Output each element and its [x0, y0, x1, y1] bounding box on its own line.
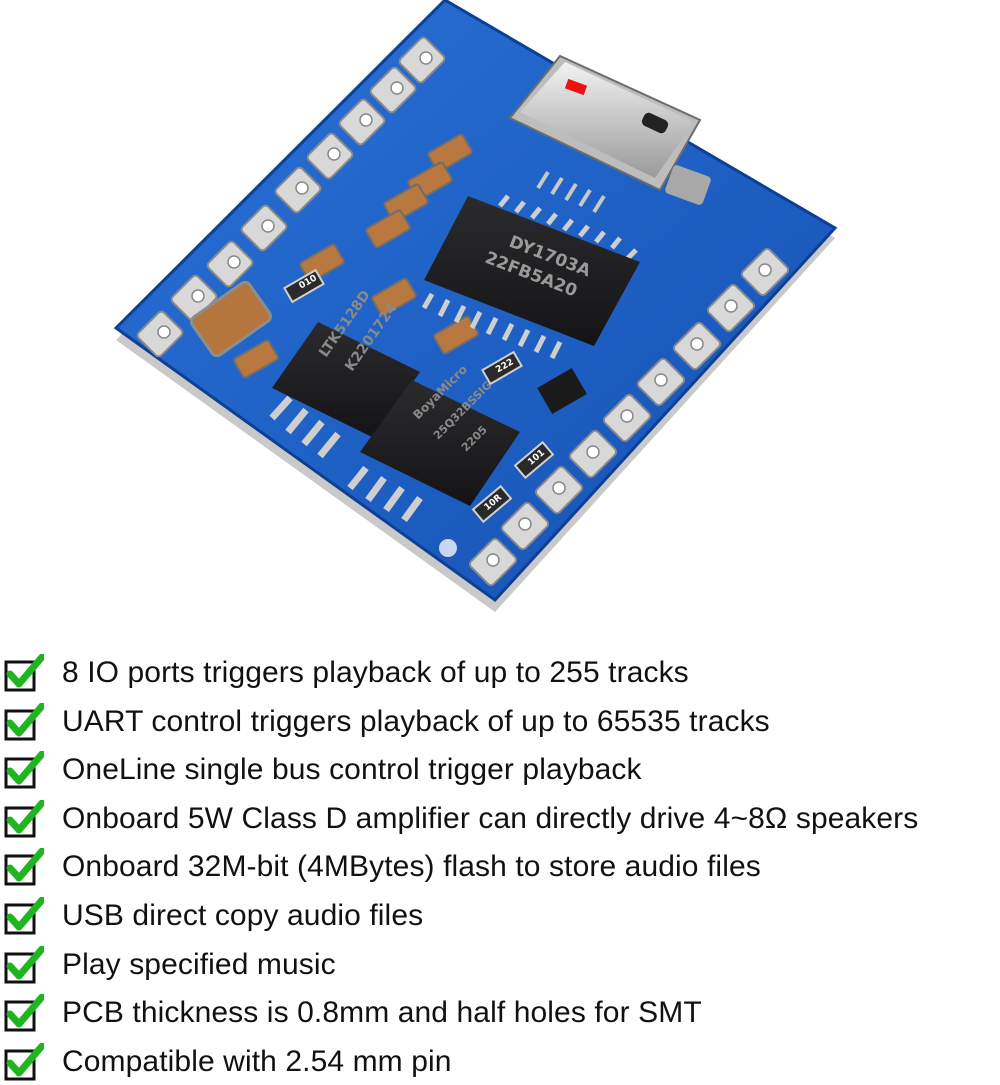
- feature-text: Play specified music: [62, 947, 336, 981]
- list-item: Compatible with 2.54 mm pin: [0, 1037, 1000, 1085]
- list-item: Onboard 5W Class D amplifier can directl…: [0, 794, 1000, 843]
- checkmark-icon: [4, 702, 44, 741]
- checkmark-icon: [4, 751, 44, 789]
- checkmark-icon: [4, 896, 44, 935]
- list-item: USB direct copy audio files: [0, 891, 1000, 940]
- flash-memory-chip: BoyaMicro 25Q32BSSIG 2205: [347, 362, 520, 523]
- micro-usb-connector-icon: [508, 54, 711, 214]
- feature-text: OneLine single bus control trigger playb…: [62, 753, 642, 787]
- list-item: UART control triggers playback of up to …: [0, 697, 1000, 746]
- feature-text: PCB thickness is 0.8mm and half holes fo…: [62, 996, 702, 1030]
- list-item: PCB thickness is 0.8mm and half holes fo…: [0, 988, 1000, 1037]
- main-decoder-chip: DY1703A 22FB5A20: [421, 194, 640, 360]
- feature-text: Onboard 32M-bit (4MBytes) flash to store…: [62, 850, 761, 884]
- feature-text: Compatible with 2.54 mm pin: [62, 1044, 452, 1078]
- list-item: 8 IO ports triggers playback of up to 25…: [0, 648, 1000, 697]
- list-item: Play specified music: [0, 940, 1000, 989]
- feature-list: 8 IO ports triggers playback of up to 25…: [0, 648, 1000, 1085]
- feature-text: Onboard 5W Class D amplifier can directl…: [62, 801, 919, 835]
- checkmark-icon: [4, 994, 44, 1032]
- passive-components: 010 222 101 10R: [189, 133, 587, 524]
- list-item: OneLine single bus control trigger playb…: [0, 745, 1000, 794]
- checkmark-icon: [4, 654, 44, 692]
- checkmark-icon: [4, 848, 44, 886]
- feature-text: USB direct copy audio files: [62, 898, 424, 932]
- feature-text: UART control triggers playback of up to …: [62, 704, 770, 738]
- mounting-dot: [439, 539, 457, 557]
- list-item: Onboard 32M-bit (4MBytes) flash to store…: [0, 842, 1000, 891]
- checkmark-icon: [4, 945, 44, 984]
- product-photo: 010 222 101 10R DY1703A 22FB5A20 LTK5: [113, 0, 838, 612]
- checkmark-icon: [4, 1042, 44, 1081]
- feature-text: 8 IO ports triggers playback of up to 25…: [62, 656, 689, 689]
- checkmark-icon: [4, 799, 44, 838]
